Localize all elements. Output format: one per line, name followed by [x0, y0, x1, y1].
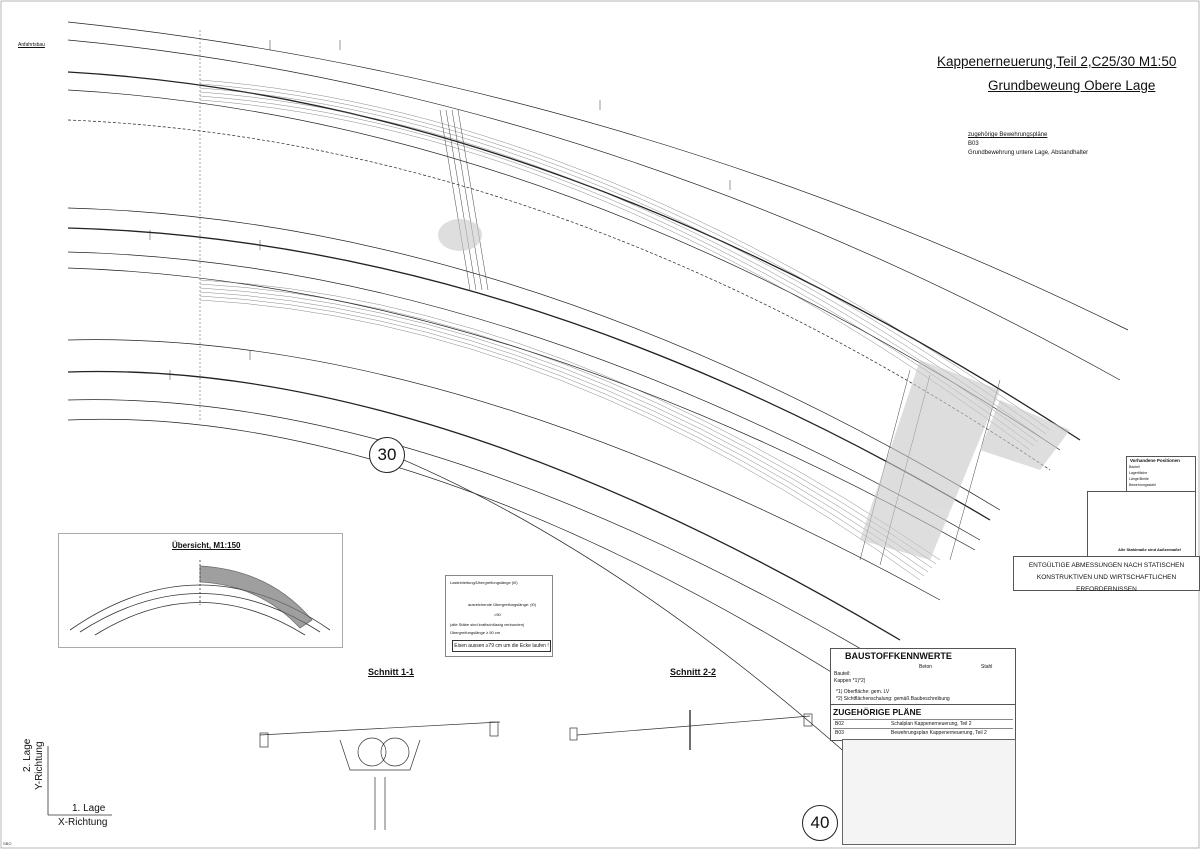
- section-title: Schnitt 1-1: [368, 667, 415, 677]
- edge-line: [67, 339, 941, 601]
- axis-x-direction: X-Richtung: [58, 817, 108, 828]
- lap-length-note: Lasteinleitung/Übergreifungslänge (l0) a…: [445, 575, 553, 657]
- drawing-subtitle: Grundbeweung Obere Lage: [988, 78, 1156, 93]
- overview-sketch: [69, 560, 331, 636]
- sheet-id: SBO: [3, 841, 12, 846]
- related-plans-table: ZUGEHÖRIGE PLÄNE B02 Schalplan Kappenern…: [830, 704, 1016, 741]
- existing-position-row: Länge/Breite: [1129, 477, 1149, 481]
- material-properties-table: BAUSTOFFKENNWERTE Beton Stahl Bauteil: K…: [830, 648, 1016, 705]
- location-map-frame: [842, 739, 1016, 845]
- existing-positions-title: Vorhandene Positionen: [1130, 458, 1180, 463]
- existing-position-row: Lagerfläche: [1129, 471, 1148, 475]
- note-warning: Eisen aussen ≥79 cm um die Ecke laufen !: [452, 640, 551, 652]
- related-plan-row: B03 Bewehrungsplan Kappenerneuerung, Tei…: [833, 728, 1013, 737]
- edge-line: [67, 267, 976, 551]
- warning-line: KONSTRUKTIVEN UND WIRTSCHAFTLICHEN ERFOR…: [1036, 574, 1177, 593]
- axis-layer-1: 1. Lage: [72, 803, 106, 814]
- material-group-steel: Stahl: [981, 664, 993, 670]
- dimension-ticks: [149, 40, 731, 380]
- note-line: (alle Stäbe sind kraftschlüssig verbunde…: [450, 622, 525, 627]
- edge-line: [67, 370, 901, 641]
- edge-line: [67, 21, 1129, 331]
- start-label: Anfahrtsbau: [18, 42, 45, 48]
- material-table-title: BAUSTOFFKENNWERTE: [845, 651, 952, 661]
- warning-line: ENTGÜLTIGE ABMESSUNGEN NACH STATISCHEN: [1028, 562, 1185, 569]
- note-line: Lasteinleitung/Übergreifungslänge (l0): [450, 580, 518, 585]
- material-row-label: Bauteil:: [834, 671, 851, 677]
- edge-line: [67, 39, 1121, 381]
- note-line: ausreichende Übergreifungslänge: (l0): [468, 602, 537, 607]
- plan-name: Bewehrungsplan Kappenerneuerung, Teil 2: [891, 730, 987, 736]
- related-plan-row: B02 Schalplan Kappenerneuerung, Teil 2: [833, 719, 1013, 728]
- section-1-1-drawing: [259, 721, 501, 830]
- station-marker: 40: [802, 805, 838, 841]
- related-plans-heading: zugehörige Bewehrungspläne: [968, 132, 1048, 138]
- overview-title: Übersicht, M1:150: [172, 541, 241, 550]
- note-dimension: >50: [494, 612, 501, 617]
- edge-line: [67, 89, 1061, 451]
- hatch-band: [199, 79, 1051, 581]
- existing-position-row: Bewehrungsstahl: [1129, 483, 1156, 487]
- dimensions-warning: ENTGÜLTIGE ABMESSUNGEN NACH STATISCHEN K…: [1013, 556, 1200, 593]
- axis-y-direction: Y-Richtung: [34, 741, 45, 790]
- related-plan-description: Grundbewehrung untere Lage, Abstandhalte…: [968, 150, 1089, 156]
- material-group-concrete: Beton: [919, 664, 933, 670]
- edge-line: [67, 207, 1001, 511]
- material-footnote: *2) Sichtflächenschalung: gemäß Baubesch…: [836, 696, 950, 702]
- section-2-2-drawing: [569, 710, 813, 750]
- plan-name: Schalplan Kappenerneuerung, Teil 2: [891, 721, 972, 727]
- related-plans-title: ZUGEHÖRIGE PLÄNE: [833, 707, 922, 717]
- edge-line: [67, 119, 1051, 471]
- edge-line: [67, 399, 881, 661]
- existing-position-row: Bauteil: [1129, 465, 1140, 469]
- bending-sketch: Alle Stahlmaße sind Außenmaße!: [1087, 491, 1196, 557]
- note-line: Übergreifungslänge ≥ 50 cm: [450, 630, 501, 635]
- axis-legend-lines: [47, 746, 112, 816]
- material-component: Kappen *1)*2): [834, 678, 866, 684]
- edge-line: [67, 418, 861, 691]
- existing-positions-table: Vorhandene Positionen Bauteil Lagerfläch…: [1126, 456, 1196, 492]
- related-plans-note: zugehörige Bewehrungspläne B03 Grundbewe…: [968, 131, 1088, 158]
- overview-frame: [58, 533, 343, 648]
- station-marker: 30: [369, 437, 405, 473]
- edge-line: [67, 227, 991, 521]
- drawing-title: Kappenerneuerung,Teil 2,C25/30 M1:50: [937, 54, 1177, 69]
- edge-line: [67, 251, 981, 541]
- edge-line: [67, 71, 1081, 441]
- axis-layer-2: 2. Lage: [22, 738, 33, 772]
- section-title: Schnitt 2-2: [670, 667, 717, 677]
- plan-number: B03: [835, 730, 844, 736]
- related-plan-number: B03: [968, 141, 979, 147]
- shaded-strip: [438, 219, 1070, 560]
- sketch-note: Alle Stahlmaße sind Außenmaße!: [1118, 547, 1182, 552]
- plan-number: B02: [835, 721, 844, 727]
- material-footnote: *1) Oberfläche: gem. LV: [836, 689, 890, 695]
